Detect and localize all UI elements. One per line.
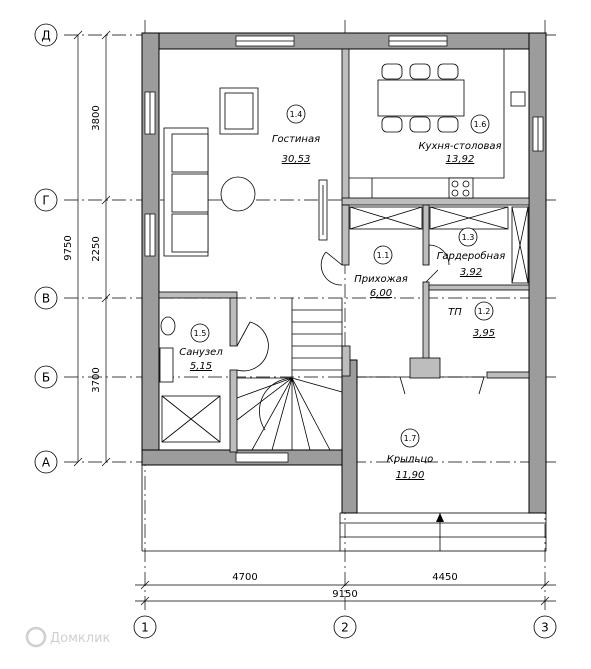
dim-bottom-part: 4450 bbox=[432, 572, 457, 583]
room-label-hall: 1.1 Прихожая 6,00 bbox=[354, 245, 408, 299]
room-label-bathroom: 1.5 Санузел 5,15 bbox=[179, 323, 223, 372]
room-number: 1.2 bbox=[478, 307, 491, 316]
axis-label-row: Б bbox=[42, 371, 50, 385]
axis-label-row: Д bbox=[41, 29, 50, 43]
axis-label-row: Г bbox=[42, 194, 49, 208]
room-area: 13,92 bbox=[446, 154, 475, 165]
room-label-porch: 1.7 Крыльцо 11,90 bbox=[387, 428, 434, 481]
room-area: 30,53 bbox=[282, 154, 311, 165]
axis-label-col: 3 bbox=[541, 621, 549, 635]
axis-label-row: В bbox=[42, 292, 50, 306]
room-number: 1.3 bbox=[462, 233, 475, 242]
porch-steps bbox=[141, 465, 547, 552]
room-label-living: 1.4 Гостиная 30,53 bbox=[272, 104, 320, 165]
stairs bbox=[236, 298, 343, 451]
room-number: 1.1 bbox=[377, 251, 390, 260]
room-name: Гардеробная bbox=[437, 250, 505, 262]
room-label-tp: 1.2 ТП 3,95 bbox=[448, 301, 495, 339]
room-area: 11,90 bbox=[396, 470, 425, 481]
axis-marker-1 bbox=[133, 615, 157, 639]
bathroom-fixtures bbox=[159, 316, 221, 443]
dim-left-part: 3800 bbox=[91, 105, 102, 130]
closets bbox=[349, 206, 529, 284]
axis-marker-g bbox=[34, 188, 58, 212]
axis-marker-v bbox=[34, 286, 58, 310]
interior-walls bbox=[158, 48, 530, 453]
axis-marker-2 bbox=[333, 615, 357, 639]
living-furniture bbox=[163, 87, 328, 257]
room-area: 6,00 bbox=[370, 288, 392, 299]
room-number: 1.5 bbox=[194, 329, 207, 338]
room-number: 1.7 bbox=[404, 434, 417, 443]
room-area: 5,15 bbox=[190, 361, 212, 372]
room-label-kitchen: 1.6 Кухня-столовая 13,92 bbox=[418, 114, 502, 165]
dim-bottom-total: 9150 bbox=[332, 589, 357, 600]
dimension-lines: 9750 3800 2250 3700 4700 4450 9150 bbox=[63, 30, 556, 606]
axis-marker-3 bbox=[533, 615, 557, 639]
axis-label-col: 2 bbox=[341, 621, 349, 635]
doors bbox=[236, 244, 485, 395]
watermark: Домклик bbox=[25, 626, 111, 648]
axis-marker-b bbox=[34, 365, 58, 389]
axis-markers: Д Г В Б А 1 2 3 bbox=[34, 23, 557, 639]
room-name: Санузел bbox=[179, 347, 223, 358]
room-area: 3,95 bbox=[473, 328, 495, 339]
room-number: 1.4 bbox=[290, 110, 303, 119]
kitchen-furniture bbox=[349, 49, 526, 199]
axis-label-row: А bbox=[42, 456, 51, 470]
room-name: ТП bbox=[448, 307, 462, 318]
dim-left-total: 9750 bbox=[63, 235, 74, 260]
dim-bottom-part: 4700 bbox=[232, 572, 257, 583]
room-name: Кухня-столовая bbox=[418, 141, 501, 152]
watermark-text: Домклик bbox=[50, 631, 111, 646]
dim-left-part: 2250 bbox=[91, 236, 102, 261]
room-number: 1.6 bbox=[474, 120, 487, 129]
room-name: Прихожая bbox=[354, 274, 408, 285]
room-name: Крыльцо bbox=[387, 454, 434, 465]
room-label-wardrobe: 1.3 Гардеробная 3,92 bbox=[437, 227, 505, 278]
axis-marker-a bbox=[34, 450, 58, 474]
dim-left-part: 3700 bbox=[91, 367, 102, 392]
room-area: 3,92 bbox=[460, 267, 482, 278]
axis-marker-d bbox=[34, 23, 58, 47]
room-name: Гостиная bbox=[272, 134, 320, 145]
axis-label-col: 1 bbox=[141, 621, 149, 635]
watermark-logo-icon bbox=[25, 626, 47, 648]
